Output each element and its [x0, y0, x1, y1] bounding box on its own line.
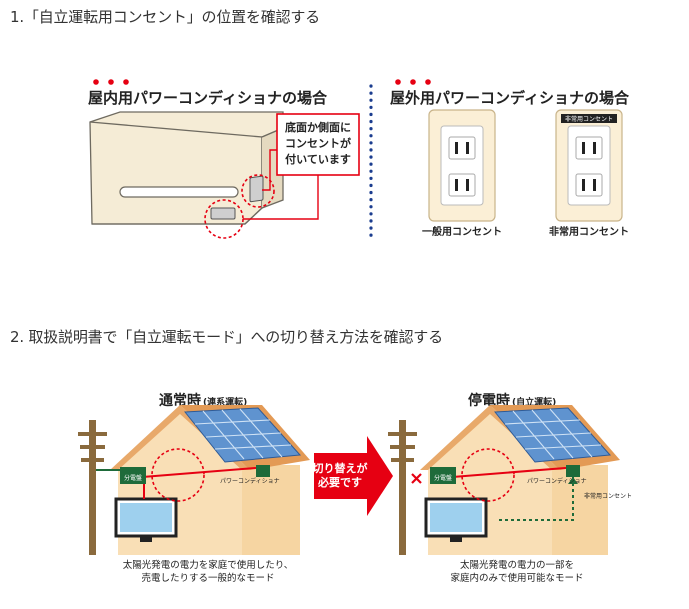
outlet-emergency-label: 非常用コンセント — [549, 225, 629, 238]
callout-line-3: 付いています — [285, 152, 351, 166]
right-pcs-label: パワーコンディショナ — [527, 477, 587, 485]
right-mode-title: 停電時(自立運転) — [468, 392, 556, 409]
left-pcs-label: パワーコンディショナ — [220, 477, 280, 485]
right-house-scene — [388, 405, 620, 555]
callout-line-1: 底面か側面に — [285, 120, 351, 134]
outdoor-title: 屋外用パワーコンディショナの場合 — [390, 89, 630, 107]
callout-line-2: コンセントが — [285, 136, 351, 150]
right-panel-label: 分電盤 — [434, 474, 452, 482]
left-mode-title: 通常時(連系運転) — [159, 392, 247, 409]
left-caption-1: 太陽光発電の電力を家庭で使用したり、 — [123, 559, 294, 571]
arrow-line-2: 必要です — [317, 475, 362, 489]
highlight-circle-bottom — [204, 199, 244, 239]
outlet-normal-label: 一般用コンセント — [422, 225, 502, 238]
outlet-emergency-illustration — [555, 109, 623, 222]
left-caption-2: 売電したりする一般的なモード — [141, 572, 274, 584]
emphasis-dots — [93, 79, 431, 85]
callout-box — [276, 113, 360, 176]
right-caption-2: 家庭内のみで使用可能なモード — [450, 572, 583, 584]
highlight-circle-side — [241, 174, 275, 208]
indoor-pcs-unit-illustration — [89, 111, 284, 225]
left-house-scene — [78, 405, 310, 555]
switch-arrow — [314, 436, 393, 516]
indoor-title: 屋内用パワーコンディショナの場合 — [88, 89, 328, 107]
right-emergency-outlet-label: 非常用コンセント — [584, 492, 632, 500]
arrow-line-1: 切り替えが — [313, 461, 368, 475]
right-caption-1: 太陽光発電の電力の一部を — [460, 559, 574, 571]
outlet-emergency-badge: 非常用コンセント — [565, 115, 613, 123]
step-2-heading: 2. 取扱説明書で「自立運転モード」への切り替え方法を確認する — [10, 328, 443, 346]
step-1-heading: 1.「自立運転用コンセント」の位置を確認する — [10, 8, 320, 26]
left-panel-label: 分電盤 — [124, 474, 142, 482]
outlet-normal-illustration — [428, 109, 496, 222]
